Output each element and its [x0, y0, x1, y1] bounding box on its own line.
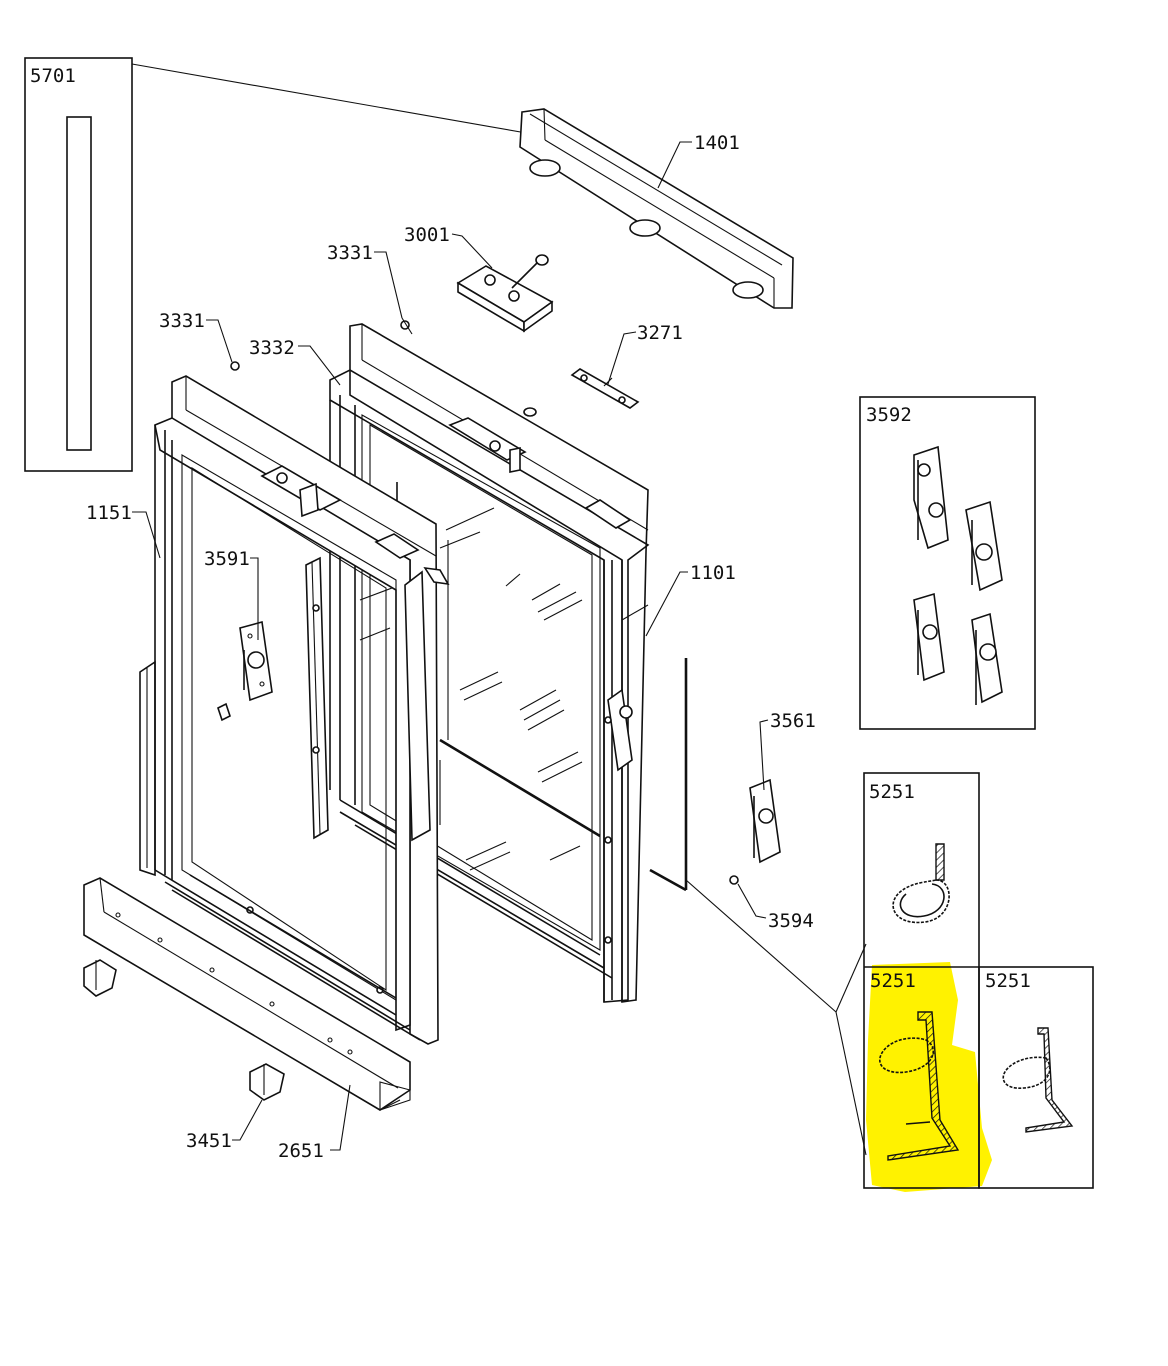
gasket-profile-b — [879, 1011, 960, 1161]
callout-1401: 1401 — [694, 132, 740, 154]
part-3001-hinge[interactable] — [456, 254, 554, 333]
callout-3592: 3592 — [866, 404, 912, 426]
callout-2651: 2651 — [278, 1140, 324, 1162]
part-5701-box[interactable] — [24, 57, 133, 472]
leader-3591 — [250, 557, 259, 640]
part-3561-lock[interactable] — [749, 778, 781, 864]
callout-5701: 5701 — [30, 65, 76, 87]
leader-3451 — [232, 1099, 263, 1141]
part-3592-lock-c — [913, 592, 945, 682]
callout-3331-a: 3331 — [327, 242, 373, 264]
callout-5251-c: 5251 — [985, 970, 1031, 992]
part-3592-lock-a — [913, 445, 949, 550]
leader-3271 — [607, 331, 637, 385]
part-3271-latch[interactable] — [570, 368, 640, 409]
leader-5251b — [835, 943, 867, 1013]
part-1101-rear-frame[interactable] — [329, 323, 650, 1003]
callout-5251-a: 5251 — [869, 781, 915, 803]
part-3451-hinge-a[interactable] — [83, 959, 117, 997]
callout-5251-b: 5251 — [870, 970, 916, 992]
callout-3001: 3001 — [404, 224, 450, 246]
part-3592-lock-d — [971, 612, 1003, 705]
callout-1101: 1101 — [690, 562, 736, 584]
part-2651-bottom-rail[interactable] — [83, 877, 411, 1111]
part-5251-box-c[interactable] — [978, 966, 1094, 1189]
callout-3331-b: 3331 — [159, 310, 205, 332]
part-3592-lock-b — [965, 500, 1003, 592]
leader-1151 — [132, 511, 161, 559]
gasket-profile-a — [892, 843, 950, 924]
part-3331-screw-a[interactable] — [400, 317, 413, 335]
part-3592-box[interactable] — [859, 396, 1036, 730]
callout-3451: 3451 — [186, 1130, 232, 1152]
leader-1101 — [645, 571, 688, 637]
leader-1401 — [657, 141, 692, 189]
part-gasket-seal — [439, 658, 688, 892]
leader-3332 — [298, 345, 341, 386]
leader-3594 — [737, 883, 767, 919]
part-3331-screw-b[interactable] — [230, 361, 240, 371]
callout-3332: 3332 — [249, 337, 295, 359]
part-1401-handle-bar[interactable] — [519, 108, 794, 309]
part-3451-hinge-b[interactable] — [249, 1063, 285, 1101]
callout-1151: 1151 — [86, 502, 132, 524]
leader-5701 — [131, 63, 533, 135]
callout-3594: 3594 — [768, 910, 814, 932]
part-3594-screw[interactable] — [729, 875, 739, 885]
callout-3561: 3561 — [770, 710, 816, 732]
leader-3331b — [206, 319, 233, 363]
part-3591-lock[interactable] — [217, 620, 273, 722]
part-1151-front-frame[interactable] — [139, 375, 450, 1045]
gasket-profile-c — [1002, 1027, 1074, 1133]
leader-3001 — [451, 233, 493, 269]
leader-3331a — [374, 251, 403, 319]
leader-3561 — [759, 719, 769, 791]
callout-3271: 3271 — [637, 322, 683, 344]
callout-3591: 3591 — [204, 548, 250, 570]
callout-labels: 5701 1401 3001 3331 3331 3332 3271 3592 … — [30, 65, 1031, 1162]
leader-2651 — [330, 1084, 351, 1151]
